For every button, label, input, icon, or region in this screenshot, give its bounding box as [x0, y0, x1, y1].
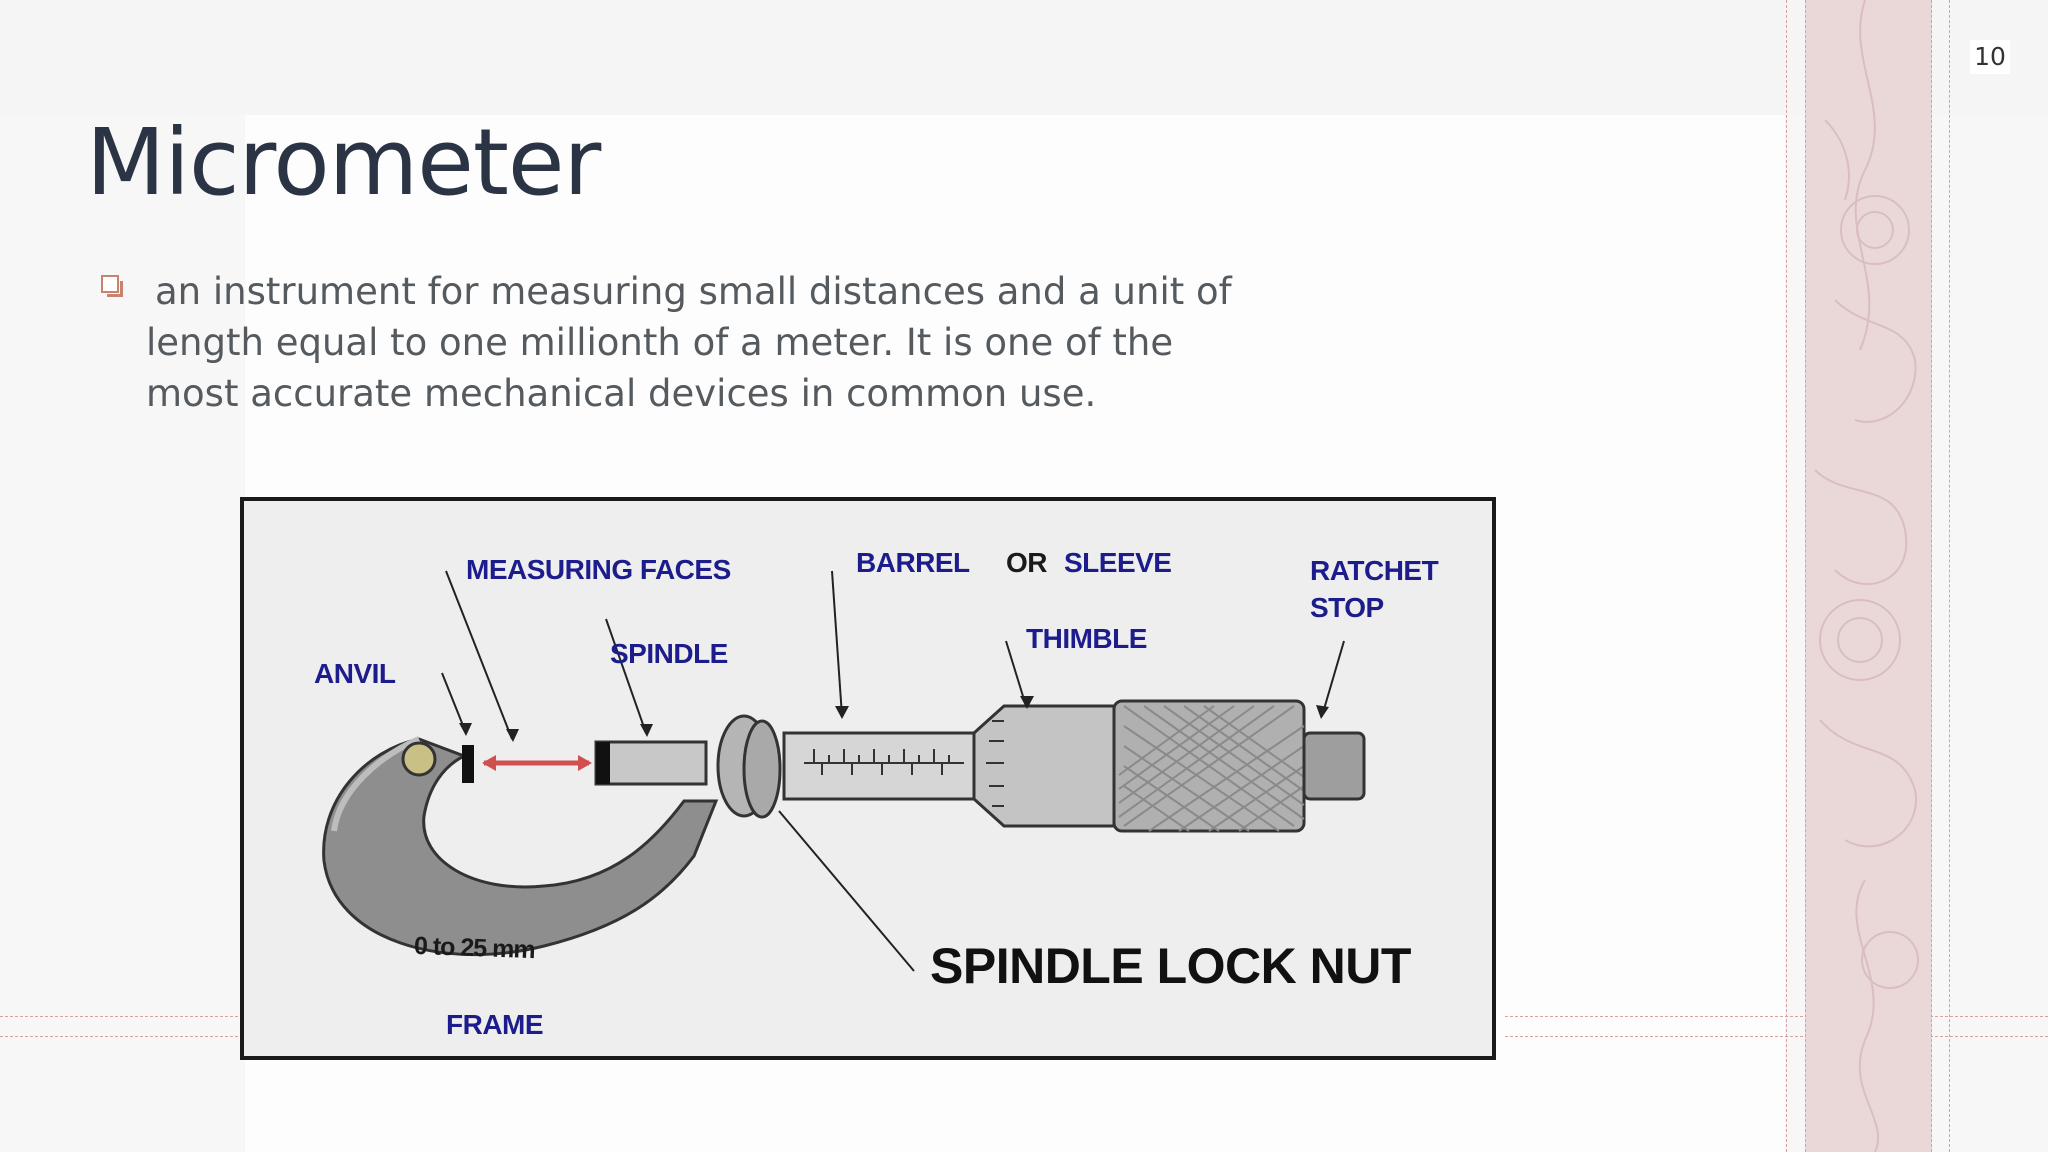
anvil-face — [462, 745, 474, 783]
hollow-square-bullet-icon — [101, 275, 123, 297]
label-range: 0 to 25 mm — [413, 931, 536, 965]
label-spindle-lock-nut: SPINDLE LOCK NUT — [930, 938, 1411, 994]
label-frame: FRAME — [446, 1009, 544, 1040]
slide-page-number: 10 — [1970, 40, 2010, 74]
label-barrel: BARREL — [856, 547, 970, 578]
decor-dashed-vline-2 — [1805, 0, 1806, 1152]
thimble-shape — [972, 704, 1116, 828]
frame-shape — [322, 737, 719, 957]
micrometer-diagram: MEASURING FACES BARREL OR SLEEVE RATCHET… — [240, 497, 1496, 1060]
ratchet-stop-shape — [1302, 731, 1366, 801]
spindle-shape — [594, 740, 708, 786]
barrel-shape — [782, 731, 976, 801]
slide-title: Micrometer — [86, 109, 601, 216]
label-or: OR — [1006, 547, 1048, 578]
label-anvil: ANVIL — [314, 658, 396, 689]
label-ratchet: RATCHET — [1310, 555, 1439, 586]
micrometer-drawing — [322, 570, 1366, 972]
floral-decor-band — [1805, 0, 1932, 1152]
decor-dashed-vline-4 — [1949, 0, 1950, 1152]
label-stop: STOP — [1310, 592, 1384, 623]
bullet-text: an instrument for measuring small distan… — [146, 270, 1232, 415]
label-thimble: THIMBLE — [1026, 623, 1147, 654]
anvil-pin-icon — [401, 741, 437, 777]
decor-dashed-vline-1 — [1786, 0, 1787, 1152]
label-sleeve: SLEEVE — [1064, 547, 1172, 578]
slide-top-band — [0, 0, 2048, 115]
label-measuring-faces: MEASURING FACES — [466, 554, 731, 585]
floral-pattern-icon — [1814, 0, 1919, 1152]
label-spindle: SPINDLE — [610, 638, 728, 669]
decor-dashed-vline-3 — [1931, 0, 1932, 1152]
